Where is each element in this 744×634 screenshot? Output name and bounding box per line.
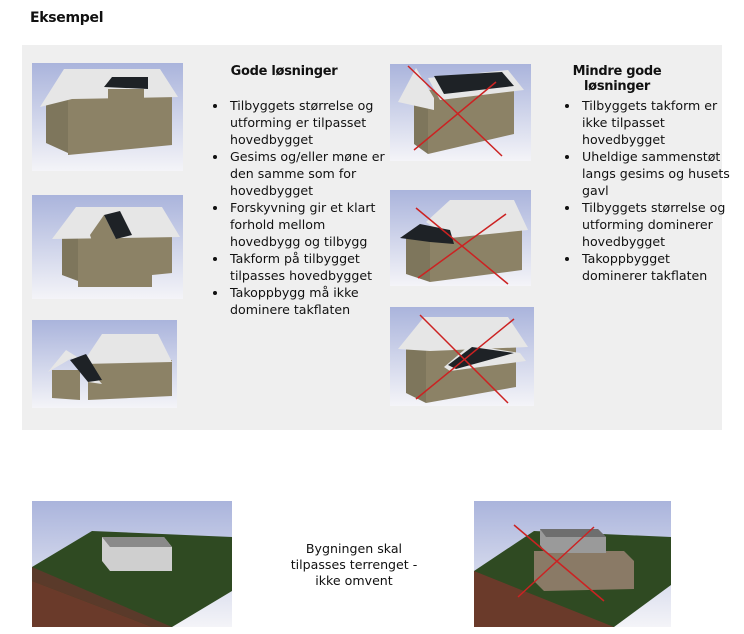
bad-house-image-1 xyxy=(390,64,531,161)
bad-house-image-2 xyxy=(390,190,531,286)
section-title: Eksempel xyxy=(30,10,104,26)
list-item: Uheldige sammenstøt langs gesims og huse… xyxy=(580,148,735,199)
terrain-caption: Bygningen skal tilpasses terrenget - ikk… xyxy=(290,541,418,588)
terrain-bad-image xyxy=(474,501,671,627)
good-house-image-1 xyxy=(32,63,183,171)
list-item: Forskyvning gir et klart forhold mellom … xyxy=(228,199,388,250)
list-item: Takform på tilbygget tilpasses hovedbygg… xyxy=(228,250,388,284)
list-item: Gesims og/eller møne er den samme som fo… xyxy=(228,148,388,199)
list-item: Tilbyggets takform er ikke tilpasset hov… xyxy=(580,97,735,148)
list-item: Takoppbygget dominerer takflaten xyxy=(580,250,735,284)
good-house-image-2 xyxy=(32,195,183,299)
bad-solutions-list: Tilbyggets takform er ikke tilpasset hov… xyxy=(562,97,735,284)
bad-house-image-3 xyxy=(390,307,534,406)
bad-solutions-heading: Mindre gode løsninger xyxy=(572,64,662,94)
list-item: Tilbyggets størrelse og utforming domine… xyxy=(580,199,735,250)
list-item: Takoppbygg må ikke dominere takflaten xyxy=(228,284,388,318)
good-solutions-list: Tilbyggets størrelse og utforming er til… xyxy=(210,97,388,318)
good-solutions-heading: Gode løsninger xyxy=(230,64,338,79)
terrain-good-image xyxy=(32,501,232,627)
list-item: Tilbyggets størrelse og utforming er til… xyxy=(228,97,388,148)
good-house-image-3 xyxy=(32,320,177,408)
